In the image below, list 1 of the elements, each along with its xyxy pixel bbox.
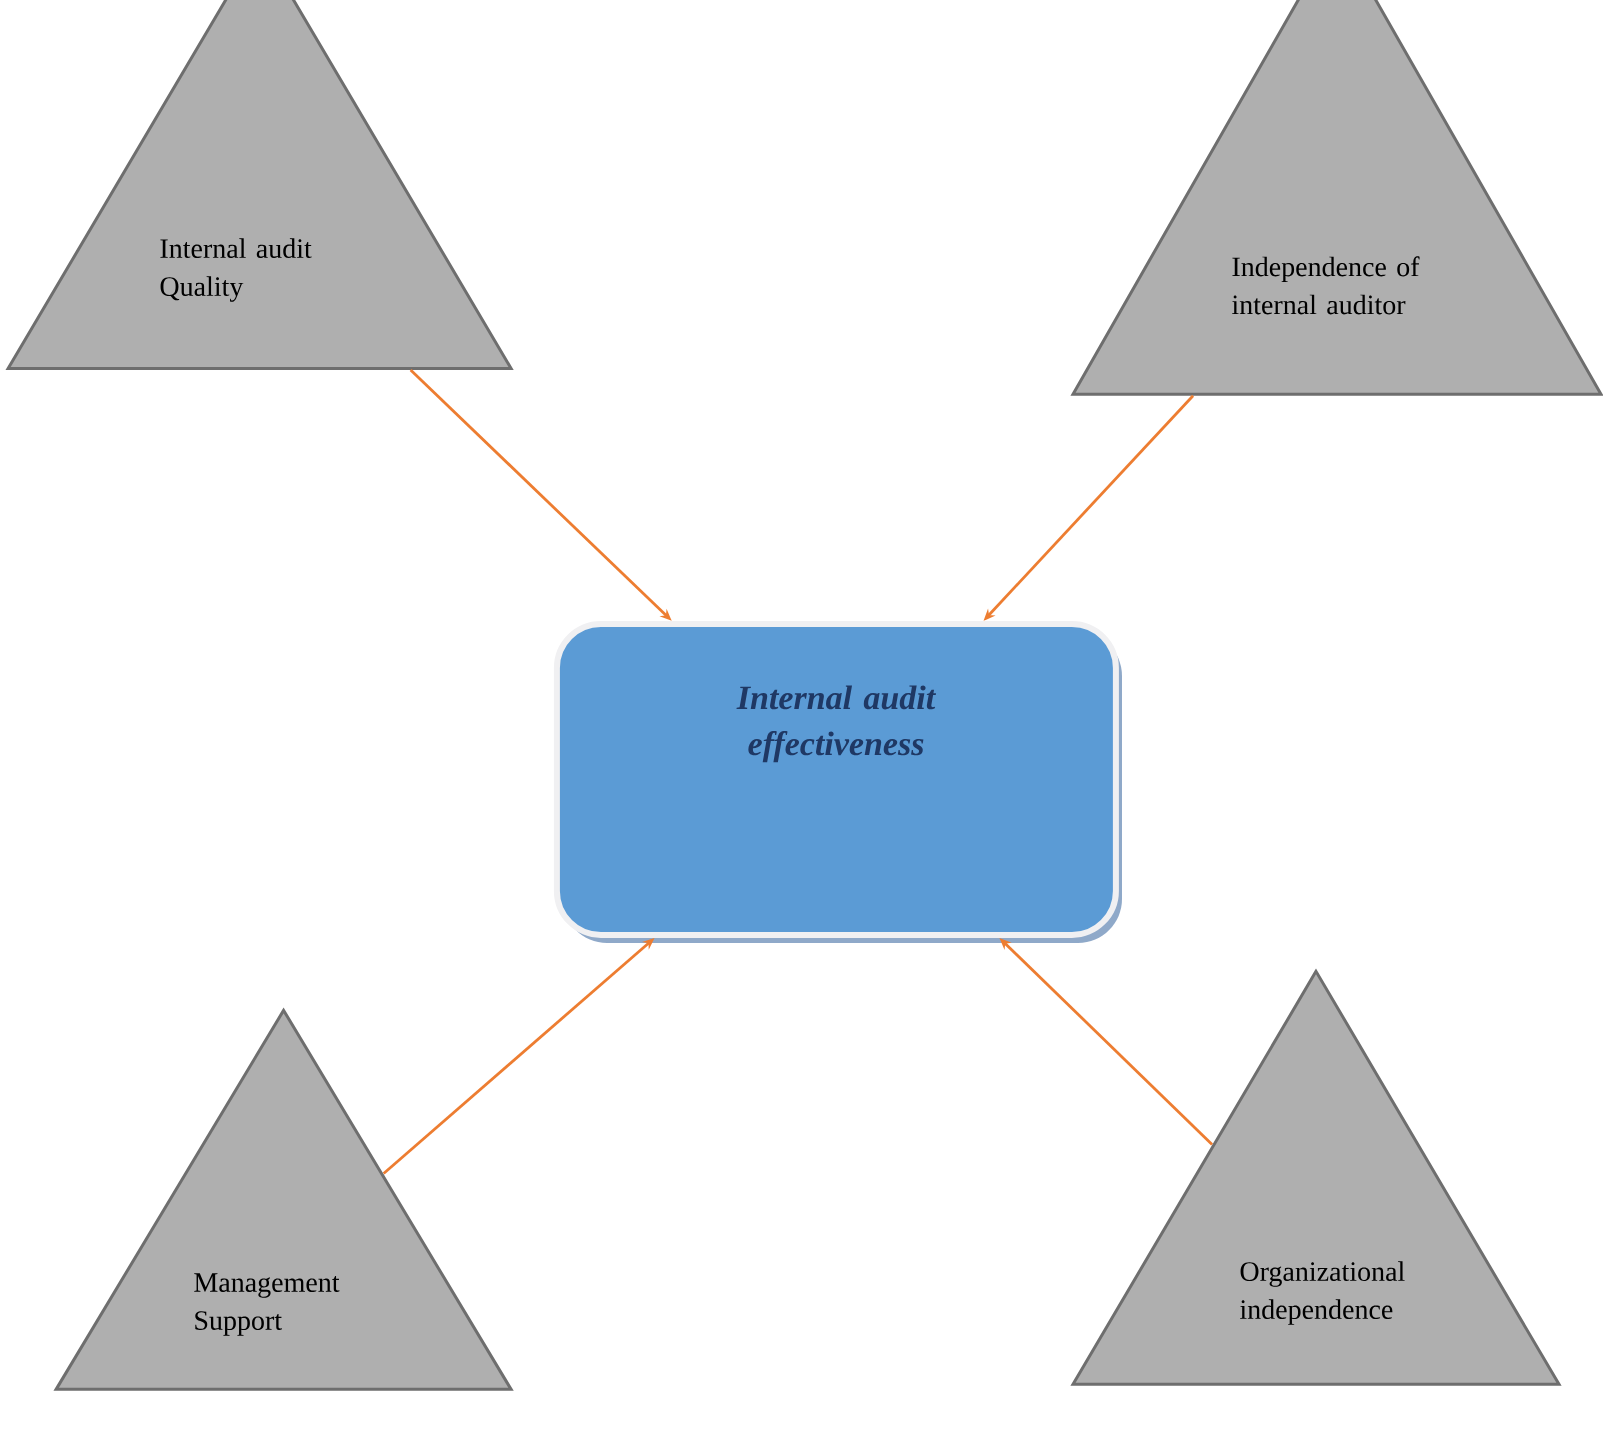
rounded-box: Internal audit effectiveness (553, 620, 1122, 943)
